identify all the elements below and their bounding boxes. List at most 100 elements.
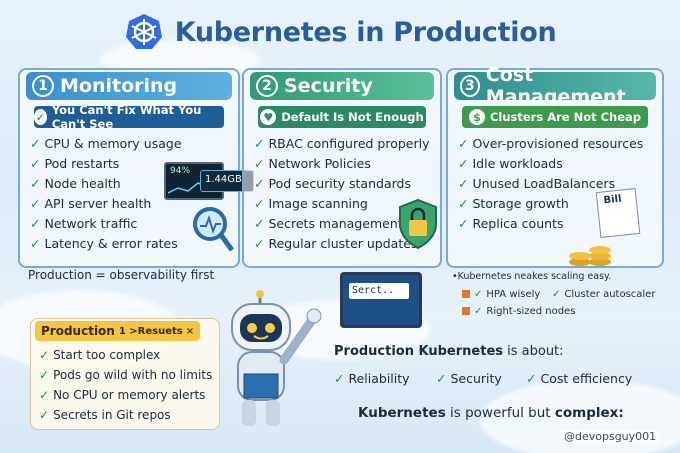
cost-list: ✓Over-provisioned resources ✓Idle worklo… <box>458 134 643 234</box>
security-list: ✓RBAC configured properly ✓Network Polic… <box>254 134 430 254</box>
scaling-note: •Kubernetes neakes scaling easy. <box>452 271 612 282</box>
closing-line: Kubernetes is powerful but complex: <box>358 405 624 421</box>
bill-label: Bill <box>603 193 623 207</box>
check-icon: ✓ <box>30 176 41 191</box>
closing-bold: complex: <box>554 405 624 421</box>
list-item: ✓Start too complex <box>39 348 161 362</box>
robot-mascot-icon <box>231 290 322 426</box>
check-icon: ✓ <box>39 368 50 382</box>
list-item: ✓Pod security standards <box>254 176 411 191</box>
production-header: Production 1 >Resuets × <box>35 321 201 341</box>
production-list: ✓Start too complex ✓Pods go wild with no… <box>39 345 212 425</box>
section-number: 2 <box>256 75 278 97</box>
list-item: ✓Idle workloads <box>458 156 563 171</box>
scaling-item: ✓Cluster autoscaler <box>552 289 656 300</box>
laptop-screen: Serct.. <box>340 272 422 328</box>
heart-icon: ♥ <box>260 109 277 125</box>
cost-header: 3 Cost Management <box>454 64 656 108</box>
monitoring-list: ✓CPU & memory usage ✓Pod restarts ✓Node … <box>30 134 182 254</box>
security-card: 2 Security ♥ Default Is Not Enough ✓RBAC… <box>242 68 442 268</box>
list-item: ✓Storage growth <box>458 196 569 211</box>
section-number: 3 <box>460 75 480 97</box>
check-icon: ✓ <box>474 289 483 300</box>
list-item: ✓Regular cluster updates <box>254 236 418 251</box>
check-icon: ✓ <box>34 109 47 125</box>
check-icon: ✓ <box>30 156 41 171</box>
cost-subtitle: $ Clusters Are Not Cheap <box>462 106 648 128</box>
production-mistakes-box: Production 1 >Resuets × ✓Start too compl… <box>30 318 220 430</box>
list-item: ✓Network Policies <box>254 156 371 171</box>
check-icon: ✓ <box>458 156 469 171</box>
dashboard-percent: 94% <box>170 166 191 176</box>
page-title: Kubernetes in Production <box>174 16 557 48</box>
production-title: Production <box>41 324 115 338</box>
check-icon: ✓ <box>30 136 41 151</box>
list-item: ✓CPU & memory usage <box>30 136 182 151</box>
list-item: ✓Replica counts <box>458 216 564 231</box>
section-title: Security <box>284 75 373 97</box>
coins-icon <box>569 246 611 266</box>
list-item: ✓Network traffic <box>30 216 138 231</box>
close-icon: × <box>185 325 195 337</box>
section-number: 1 <box>32 75 54 97</box>
about-bold: Production Kubernetes <box>334 344 503 359</box>
check-icon: ✓ <box>39 348 50 362</box>
square-bullet-icon <box>462 290 470 298</box>
magnifier-icon <box>193 207 234 252</box>
check-icon: ✓ <box>334 371 345 386</box>
list-item: ✓Secrets management <box>254 216 403 231</box>
check-icon: ✓ <box>30 216 41 231</box>
list-item: ✓Secrets in Git repos <box>39 408 171 422</box>
check-icon: ✓ <box>254 196 265 211</box>
list-item: ✓Unused LoadBalancers <box>458 176 616 191</box>
memory-value: 1.44GB <box>205 174 242 185</box>
list-item: ✓Node health <box>30 176 121 191</box>
pillar-item: ✓Cost efficiency <box>526 371 633 386</box>
check-icon: ✓ <box>39 408 50 422</box>
kubernetes-logo-icon <box>125 14 162 49</box>
pillar-item: ✓Security <box>436 371 502 386</box>
production-tag: 1 >Resuets <box>118 325 183 337</box>
check-icon: ✓ <box>254 156 265 171</box>
list-item: ✓No CPU or memory alerts <box>39 388 206 402</box>
scaling-item: ✓Right-sized nodes <box>462 306 575 317</box>
list-item: ✓Pod restarts <box>30 156 120 171</box>
check-icon: ✓ <box>254 176 265 191</box>
about-line: Production Kubernetes is about: <box>334 344 564 359</box>
check-icon: ✓ <box>526 371 537 386</box>
security-header: 2 Security <box>250 72 434 100</box>
check-icon: ✓ <box>458 176 469 191</box>
cost-card: 3 Cost Management $ Clusters Are Not Che… <box>446 64 664 268</box>
about-rest: is about: <box>503 344 564 359</box>
screen-search-text: Serct.. <box>349 283 409 299</box>
monitoring-card: 1 Monitoring ✓ You Can't Fix What You Ca… <box>18 68 254 268</box>
monitoring-subtitle: ✓ You Can't Fix What You Can't See <box>34 103 224 131</box>
author-handle: @devopsguy001 <box>560 430 661 443</box>
check-icon: ✓ <box>458 136 469 151</box>
security-subtitle: ♥ Default Is Not Enough <box>258 106 426 128</box>
check-icon: ✓ <box>30 236 41 251</box>
check-icon: ✓ <box>474 306 483 317</box>
list-item: ✓Over-provisioned resources <box>458 136 644 151</box>
scaling-item: ✓HPA wisely <box>462 289 540 300</box>
list-item: ✓RBAC configured properly <box>254 136 430 151</box>
check-icon: ✓ <box>254 136 265 151</box>
subtitle-text: You Can't Fix What You Can't See <box>51 103 202 131</box>
check-icon: ✓ <box>458 216 469 231</box>
title-bar: Kubernetes in Production <box>0 12 680 56</box>
list-item: ✓Pods go wild with no limits <box>39 368 213 382</box>
check-icon: ✓ <box>436 371 447 386</box>
list-item: ✓API server health <box>30 196 152 211</box>
section-title: Cost Management <box>485 64 626 108</box>
dollar-icon: $ <box>468 109 485 125</box>
closing-bold-pre: Kubernetes <box>358 405 446 421</box>
subtitle-text: Clusters Are Not Cheap <box>489 110 642 124</box>
check-icon: ✓ <box>254 236 265 251</box>
square-bullet-icon <box>462 307 470 315</box>
check-icon: ✓ <box>30 196 41 211</box>
list-item: ✓Latency & error rates <box>30 236 178 251</box>
check-icon: ✓ <box>39 388 50 402</box>
check-icon: ✓ <box>458 196 469 211</box>
monitoring-header: 1 Monitoring <box>26 72 232 100</box>
check-icon: ✓ <box>254 216 265 231</box>
